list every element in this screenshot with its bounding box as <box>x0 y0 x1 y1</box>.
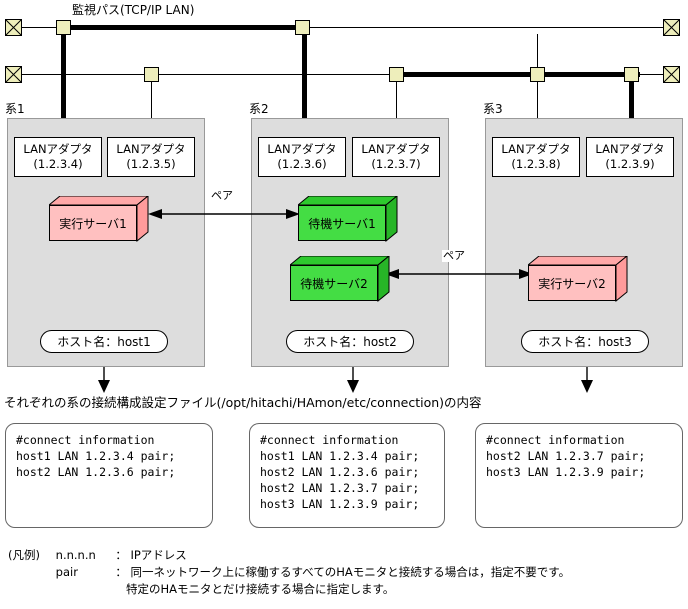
config-files-caption: それぞれの系の接続構成設定ファイル(/opt/hitachi/HAmon/etc… <box>4 395 482 410</box>
legend-row-3: 特定のHAモニタとだけ接続する場合に指定します。 <box>8 581 570 598</box>
config-line: host2 LAN 1.2.3.6 pair; <box>260 465 420 479</box>
config-line: #connect information <box>16 433 155 447</box>
server-box-active-1: 実行サーバ1 <box>49 196 149 242</box>
flow-arrow-down-3 <box>581 367 593 393</box>
flow-arrow-down-2 <box>347 367 359 393</box>
server-label: 待機サーバ2 <box>290 265 378 301</box>
legend-separator-pair: ： <box>115 565 127 579</box>
bus-terminator-icon-top-right <box>663 19 680 36</box>
server-label: 待機サーバ1 <box>298 205 386 241</box>
config-line: host1 LAN 1.2.3.4 pair; <box>260 449 420 463</box>
legend-row-2: pair ： 同一ネットワーク上に稼働するすべてのHAモニタと接続する場合は，指… <box>8 564 570 581</box>
lan-adapter-box-1-2: LANアダプタ (1.2.3.5) <box>107 137 195 177</box>
config-line: host2 LAN 1.2.3.7 pair; <box>486 449 646 463</box>
lan-adapter-name: LANアダプタ <box>116 142 186 156</box>
bus-segment-mid-center <box>144 74 390 75</box>
bus-terminator-icon-top-left <box>5 19 22 36</box>
lan-adapter-ip: (1.2.3.7) <box>371 157 421 171</box>
bus-title: 監視パス(TCP/IP LAN) <box>72 3 195 17</box>
drop-line-host1-adapter1 <box>61 27 66 137</box>
legend-separator-ip: ： <box>115 548 127 562</box>
config-line: host2 LAN 1.2.3.6 pair; <box>16 465 176 479</box>
lan-adapter-ip: (1.2.3.5) <box>126 157 176 171</box>
system-label-2: 系2 <box>249 102 269 116</box>
lan-adapter-name: LANアダプタ <box>361 142 431 156</box>
bus-segment-top-right <box>306 27 663 28</box>
bus-tap-icon-5 <box>389 67 404 82</box>
legend-key-pair: pair <box>55 565 78 579</box>
config-line: #connect information <box>260 433 399 447</box>
hostname-pill-1: ホスト名：host1 <box>40 330 168 353</box>
server-box-standby-2: 待機サーバ2 <box>290 256 390 302</box>
legend-row-1: (凡例) n.n.n.n ： IPアドレス <box>8 547 570 564</box>
bus-terminator-icon-mid-left <box>5 66 22 83</box>
legend-key-ip: n.n.n.n <box>55 548 96 562</box>
config-line: host2 LAN 1.2.3.7 pair; <box>260 481 420 495</box>
lan-adapter-ip: (1.2.3.9) <box>605 157 655 171</box>
config-line: host1 LAN 1.2.3.4 pair; <box>16 449 176 463</box>
hostname-pill-2: ホスト名：host2 <box>286 330 414 353</box>
drop-line-host2-adapter1 <box>302 27 307 137</box>
config-line: #connect information <box>486 433 625 447</box>
bus-tap-icon-4 <box>144 67 159 82</box>
lan-adapter-ip: (1.2.3.4) <box>33 157 83 171</box>
bus-segment-mid-right <box>640 74 663 75</box>
legend-continuation: 特定のHAモニタとだけ接続する場合に指定します。 <box>125 582 395 596</box>
pair-label-2: ペア <box>442 249 466 262</box>
bus-tap-icon-6 <box>624 67 639 82</box>
lan-adapter-ip: (1.2.3.8) <box>511 157 561 171</box>
server-label: 実行サーバ1 <box>49 205 137 241</box>
lan-adapter-box-2-1: LANアダプタ (1.2.3.6) <box>258 137 346 177</box>
drop-line-host3-adapter2 <box>629 74 634 137</box>
legend-heading: (凡例) <box>8 548 40 562</box>
lan-adapter-box-2-2: LANアダプタ (1.2.3.7) <box>352 137 440 177</box>
lan-adapter-box-1-1: LANアダプタ (1.2.3.4) <box>14 137 102 177</box>
drop-line-host3-adapter1 <box>537 34 538 137</box>
config-file-box-3: #connect information host2 LAN 1.2.3.7 p… <box>475 423 683 528</box>
bus-tap-icon-1 <box>56 20 71 35</box>
bus-tap-icon-2 <box>295 20 310 35</box>
lan-adapter-name: LANアダプタ <box>501 142 571 156</box>
system-label-1: 系1 <box>5 102 25 116</box>
bus-segment-top-main <box>56 25 306 30</box>
system-label-3: 系3 <box>483 102 503 116</box>
hostname-pill-3: ホスト名：host3 <box>521 330 649 353</box>
pair-label-1: ペア <box>210 189 234 202</box>
config-line: host3 LAN 1.2.3.9 pair; <box>260 497 420 511</box>
bus-segment-top-left <box>22 27 56 28</box>
bus-tap-icon-3 <box>530 67 545 82</box>
server-box-standby-1: 待機サーバ1 <box>298 196 398 242</box>
legend: (凡例) n.n.n.n ： IPアドレス pair ： 同一ネットワーク上に稼… <box>8 547 570 598</box>
bus-segment-mid-main <box>390 72 640 77</box>
lan-adapter-box-3-2: LANアダプタ (1.2.3.9) <box>586 137 674 177</box>
lan-adapter-name: LANアダプタ <box>267 142 337 156</box>
bus-segment-mid-left <box>22 74 144 75</box>
lan-adapter-name: LANアダプタ <box>23 142 93 156</box>
pair-arrow-1 <box>148 209 300 219</box>
config-file-box-2: #connect information host1 LAN 1.2.3.4 p… <box>249 423 445 528</box>
server-label: 実行サーバ2 <box>528 265 616 301</box>
drop-line-host2-adapter2 <box>396 82 397 137</box>
config-file-box-1: #connect information host1 LAN 1.2.3.4 p… <box>5 423 213 528</box>
drop-line-host1-adapter2 <box>151 82 152 137</box>
lan-adapter-box-3-1: LANアダプタ (1.2.3.8) <box>492 137 580 177</box>
lan-adapter-name: LANアダプタ <box>595 142 665 156</box>
legend-desc-ip: IPアドレス <box>130 548 187 562</box>
flow-arrow-down-1 <box>98 367 110 393</box>
config-line: host3 LAN 1.2.3.9 pair; <box>486 465 646 479</box>
lan-adapter-ip: (1.2.3.6) <box>277 157 327 171</box>
pair-arrow-2 <box>385 269 533 279</box>
server-box-active-2: 実行サーバ2 <box>528 256 628 302</box>
bus-terminator-icon-mid-right <box>663 66 680 83</box>
legend-desc-pair: 同一ネットワーク上に稼働するすべてのHAモニタと接続する場合は，指定不要です。 <box>130 565 571 579</box>
